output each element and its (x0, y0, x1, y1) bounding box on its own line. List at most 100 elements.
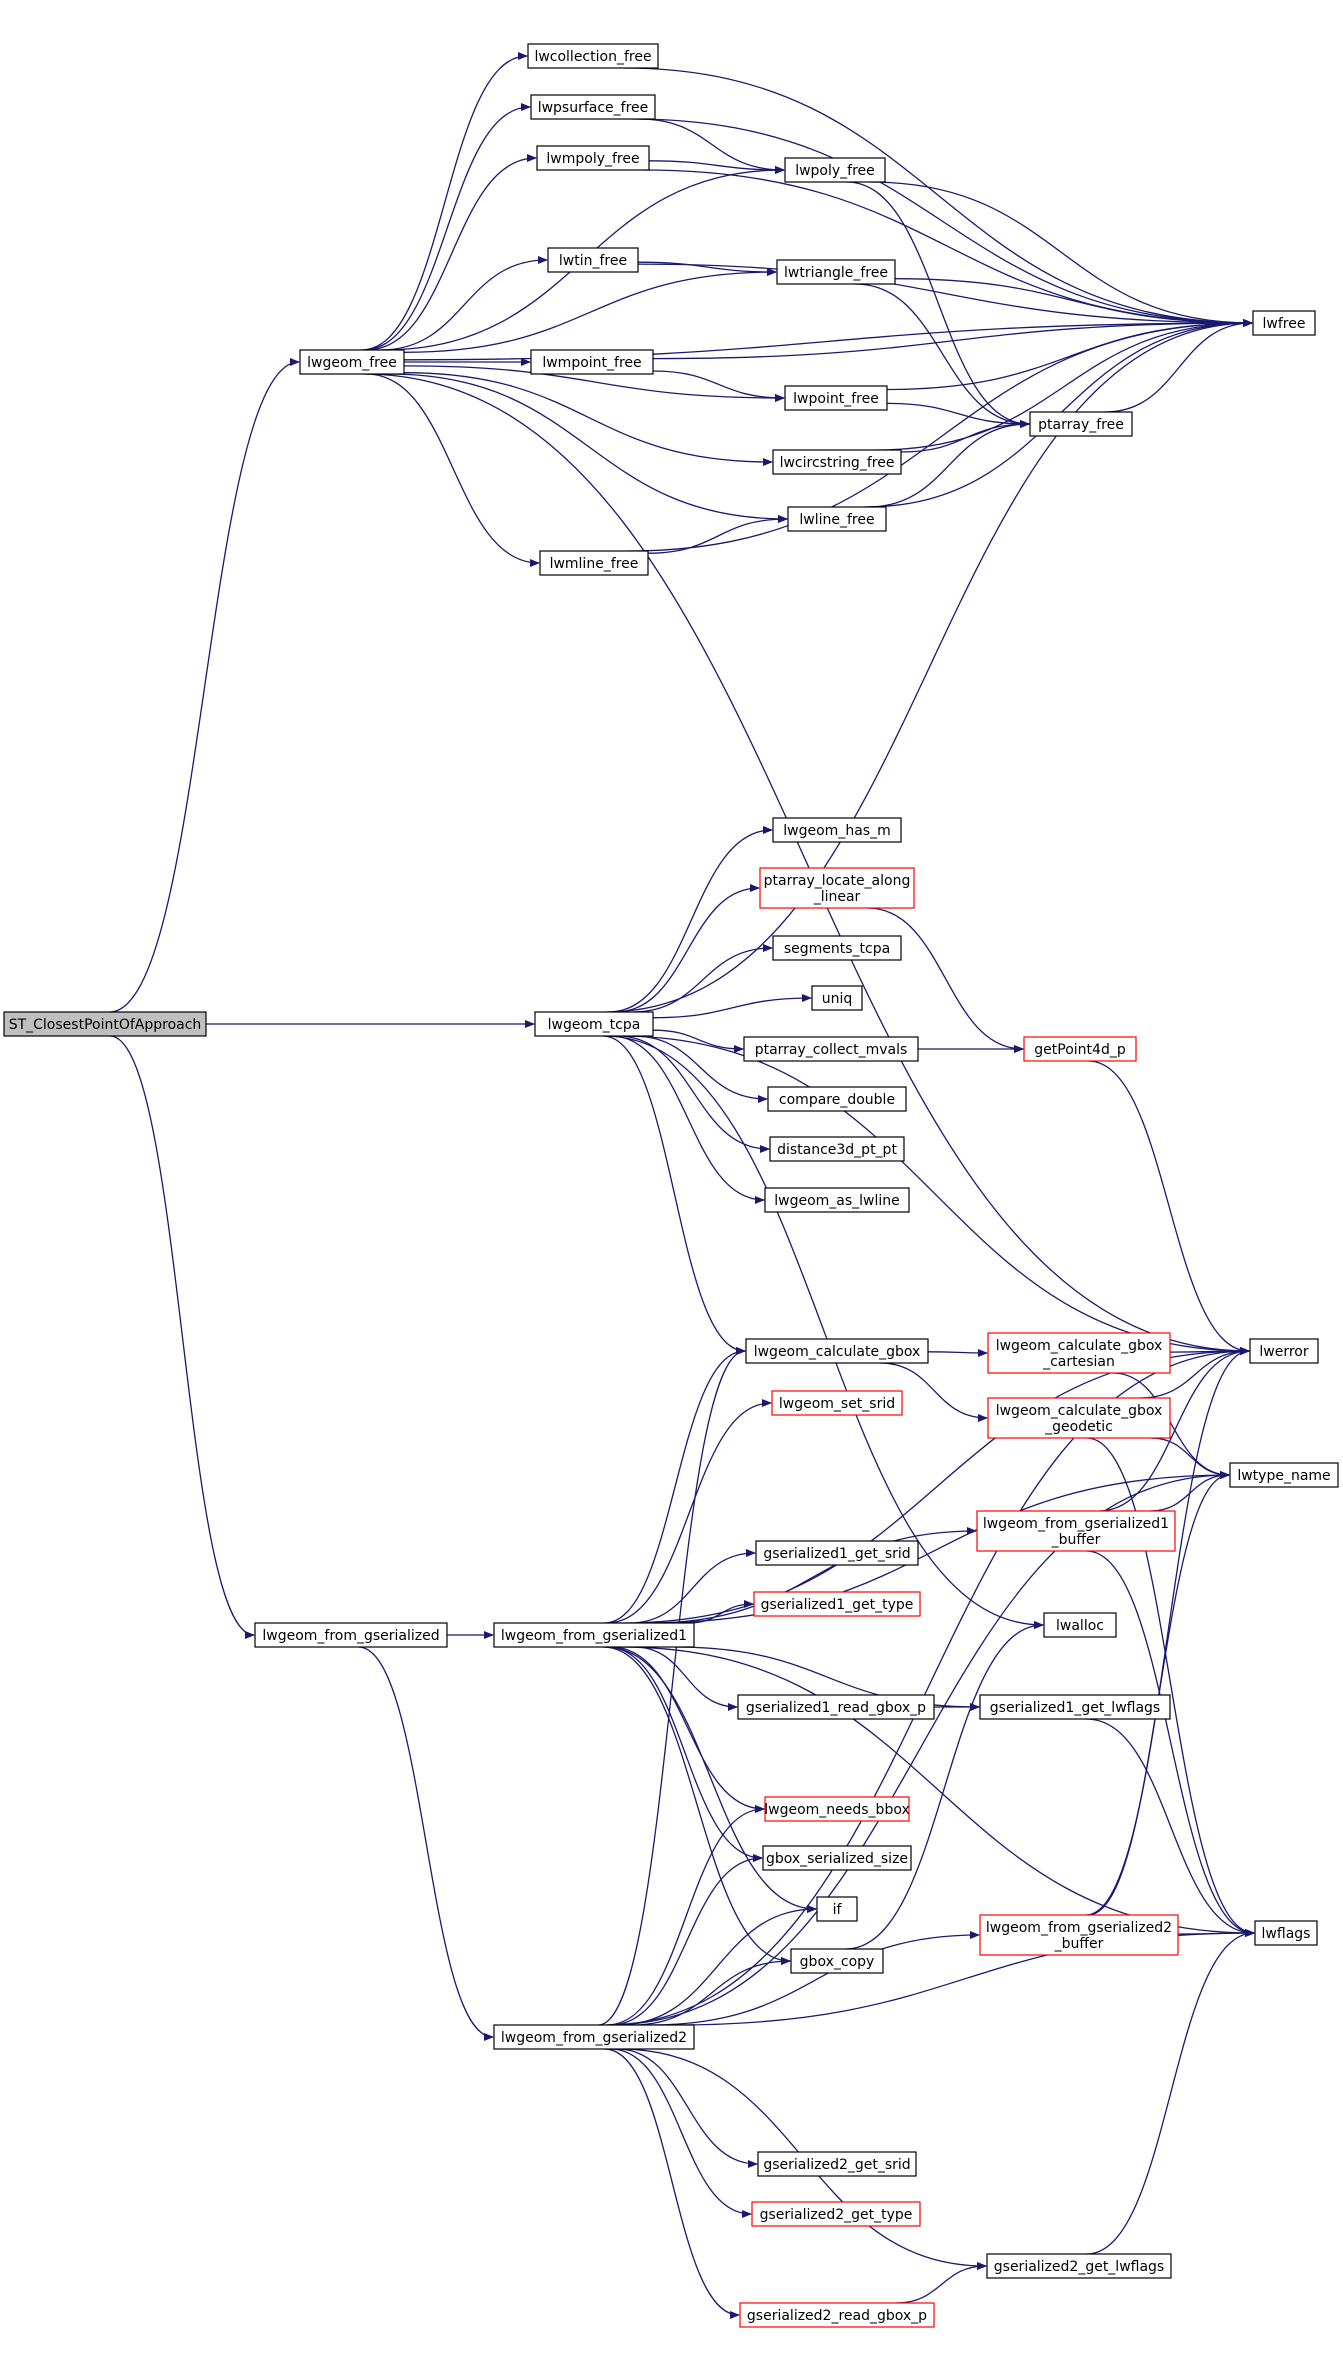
edge-root-to-lwgeom_from_gserialized (109, 1035, 255, 1639)
edge-lwgeom_calculate_gbox-to-lwgeom_calculate_gbox_geodetic (880, 1362, 988, 1422)
edge-lwgeom_from_gserialized-to-lwgeom_from_gserialized2 (358, 1646, 494, 2041)
node-gserialized2_get_type[interactable]: gserialized2_get_type (751, 2201, 921, 2227)
node-lwgeom_needs_bbox[interactable]: lwgeom_needs_bbox (764, 1796, 910, 1822)
node-label: lwmpoly_free (546, 151, 639, 167)
node-box (753, 1591, 921, 1617)
node-label: gserialized1_read_gbox_p (746, 1700, 926, 1716)
node-label: gserialized2_get_type (760, 2207, 913, 2223)
node-label: lwgeom_tcpa (548, 1017, 641, 1033)
node-lwcircstring_free[interactable]: lwcircstring_free (772, 449, 902, 475)
node-label: if (833, 1902, 843, 1918)
node-gserialized1_read_gbox_p[interactable]: gserialized1_read_gbox_p (737, 1694, 935, 1720)
edge-lwgeom_tcpa-to-lwgeom_has_m (608, 826, 773, 1013)
node-distance3d_pt_pt[interactable]: distance3d_pt_pt (769, 1136, 905, 1162)
node-lwtriangle_free[interactable]: lwtriangle_free (776, 259, 896, 285)
node-ptarray_free[interactable]: ptarray_free (1029, 411, 1133, 437)
node-label: lwline_free (799, 512, 874, 528)
edge-lwgeom_free-to-lwtin_free (380, 256, 548, 351)
node-label: lwtriangle_free (784, 265, 888, 281)
edge-lwgeom_free-to-lwmpoly_free (366, 154, 537, 351)
node-gserialized2_get_srid[interactable]: gserialized2_get_srid (757, 2151, 917, 2177)
node-box (745, 1338, 929, 1364)
node-label: lwtin_free (559, 253, 627, 269)
node-getPoint4d_p[interactable]: getPoint4d_p (1023, 1036, 1137, 1062)
node-lwalloc[interactable]: lwalloc (1043, 1612, 1117, 1638)
edge-lwmpoly_free-to-lwfree (643, 169, 1253, 327)
node-lwline_free[interactable]: lwline_free (787, 506, 887, 532)
node-label: gserialized1_get_srid (763, 1546, 910, 1562)
node-root[interactable]: ST_ClosestPointOfApproach (3, 1011, 207, 1037)
edges-layer (109, 52, 1255, 2319)
edge-lwgeom_calculate_gbox_geodetic-to-lwerror (1140, 1347, 1250, 1399)
node-lwfree[interactable]: lwfree (1252, 310, 1316, 336)
node-box (772, 817, 902, 843)
node-lwgeom_from_gserialized[interactable]: lwgeom_from_gserialized (254, 1622, 448, 1648)
edge-lwcollection_free-to-lwfree (624, 67, 1253, 327)
node-label: uniq (822, 991, 853, 1007)
node-ptarray_collect_mvals[interactable]: ptarray_collect_mvals (743, 1036, 919, 1062)
node-lwgeom_has_m[interactable]: lwgeom_has_m (772, 817, 902, 843)
edge-lwgeom_tcpa-to-ptarray_collect_mvals (652, 1029, 744, 1053)
node-lwmpoly_free[interactable]: lwmpoly_free (536, 145, 650, 171)
edge-lwgeom_free-to-lwline_free (389, 373, 788, 523)
node-box (979, 1694, 1171, 1720)
node-gserialized1_get_lwflags[interactable]: gserialized1_get_lwflags (979, 1694, 1171, 1720)
node-lwgeom_set_srid[interactable]: lwgeom_set_srid (771, 1390, 903, 1416)
node-label: lwgeom_free (307, 355, 397, 371)
node-lwgeom_free[interactable]: lwgeom_free (299, 349, 405, 375)
node-lwflags[interactable]: lwflags (1254, 1920, 1318, 1946)
node-compare_double[interactable]: compare_double (767, 1086, 907, 1112)
node-box (493, 2024, 695, 2050)
node-label: _cartesian (1042, 1354, 1115, 1370)
node-if[interactable]: if (816, 1896, 858, 1922)
node-lwpoly_free[interactable]: lwpoly_free (784, 157, 886, 183)
node-lwgeom_from_gserialized2_buffer[interactable]: lwgeom_from_gserialized2_buffer (979, 1914, 1179, 1956)
node-gbox_copy[interactable]: gbox_copy (790, 1948, 884, 1974)
node-lwgeom_from_gserialized1[interactable]: lwgeom_from_gserialized1 (493, 1622, 695, 1648)
edge-lwgeom_free-to-lwpoint_free (403, 365, 785, 402)
node-gserialized2_read_gbox_p[interactable]: gserialized2_read_gbox_p (739, 2302, 935, 2328)
node-lwtin_free[interactable]: lwtin_free (547, 247, 639, 273)
node-lwgeom_tcpa[interactable]: lwgeom_tcpa (534, 1011, 654, 1037)
node-label: distance3d_pt_pt (777, 1142, 897, 1158)
node-gserialized2_get_lwflags[interactable]: gserialized2_get_lwflags (986, 2253, 1172, 2279)
node-lwgeom_calculate_gbox_geodetic[interactable]: lwgeom_calculate_gbox_geodetic (987, 1397, 1171, 1439)
edge-lwgeom_from_gserialized2-to-gserialized2_get_type (610, 2048, 752, 2218)
node-label: lwgeom_from_gserialized2 (986, 1920, 1172, 1936)
node-lwerror[interactable]: lwerror (1249, 1338, 1319, 1364)
node-box (1229, 1462, 1339, 1488)
node-ptarray_locate_along_linear[interactable]: ptarray_locate_along_linear (759, 867, 915, 909)
edge-lwgeom_tcpa-to-lwfree (605, 319, 1253, 1013)
node-segments_tcpa[interactable]: segments_tcpa (772, 935, 902, 961)
node-label: lwgeom_as_lwline (774, 1193, 900, 1209)
node-lwgeom_calculate_gbox_cartesian[interactable]: lwgeom_calculate_gbox_cartesian (987, 1332, 1171, 1374)
node-lwmline_free[interactable]: lwmline_free (539, 550, 649, 576)
edge-lwtin_free-to-lwtriangle_free (637, 261, 777, 276)
edge-lwcircstring_free-to-lwfree (875, 319, 1253, 451)
node-lwgeom_as_lwline[interactable]: lwgeom_as_lwline (764, 1187, 910, 1213)
edge-ptarray_locate_along_linear-to-getPoint4d_p (867, 907, 1024, 1053)
edge-lwgeom_tcpa-to-uniq (652, 994, 812, 1019)
node-lwtype_name[interactable]: lwtype_name (1229, 1462, 1339, 1488)
edge-lwgeom_from_gserialized2-to-gbox_serialized_size (610, 1854, 763, 2026)
node-label: lwgeom_from_gserialized (262, 1628, 439, 1644)
node-gbox_serialized_size[interactable]: gbox_serialized_size (762, 1845, 912, 1871)
node-lwgeom_calculate_gbox[interactable]: lwgeom_calculate_gbox (745, 1338, 929, 1364)
node-box (776, 259, 896, 285)
node-box (1254, 1920, 1318, 1946)
node-lwgeom_from_gserialized2[interactable]: lwgeom_from_gserialized2 (493, 2024, 695, 2050)
node-label: segments_tcpa (784, 941, 890, 957)
node-label: ptarray_free (1038, 417, 1124, 433)
node-gserialized1_get_type[interactable]: gserialized1_get_type (753, 1591, 921, 1617)
node-lwcollection_free[interactable]: lwcollection_free (527, 43, 659, 69)
node-lwpsurface_free[interactable]: lwpsurface_free (530, 94, 656, 120)
edge-gserialized2_read_gbox_p-to-gserialized2_get_lwflags (896, 2262, 987, 2304)
node-lwmpoint_free[interactable]: lwmpoint_free (530, 349, 654, 375)
nodes-layer: ST_ClosestPointOfApproach lwgeom_free lwco… (3, 43, 1339, 2328)
node-label: lwmline_free (550, 556, 639, 572)
edge-lwgeom_from_gserialized2-to-gserialized2_get_srid (616, 2048, 758, 2168)
node-gserialized1_get_srid[interactable]: gserialized1_get_srid (755, 1540, 919, 1566)
node-lwpoint_free[interactable]: lwpoint_free (784, 385, 888, 411)
node-lwgeom_from_gserialized1_buffer[interactable]: lwgeom_from_gserialized1_buffer (976, 1510, 1176, 1552)
node-uniq[interactable]: uniq (811, 985, 863, 1011)
